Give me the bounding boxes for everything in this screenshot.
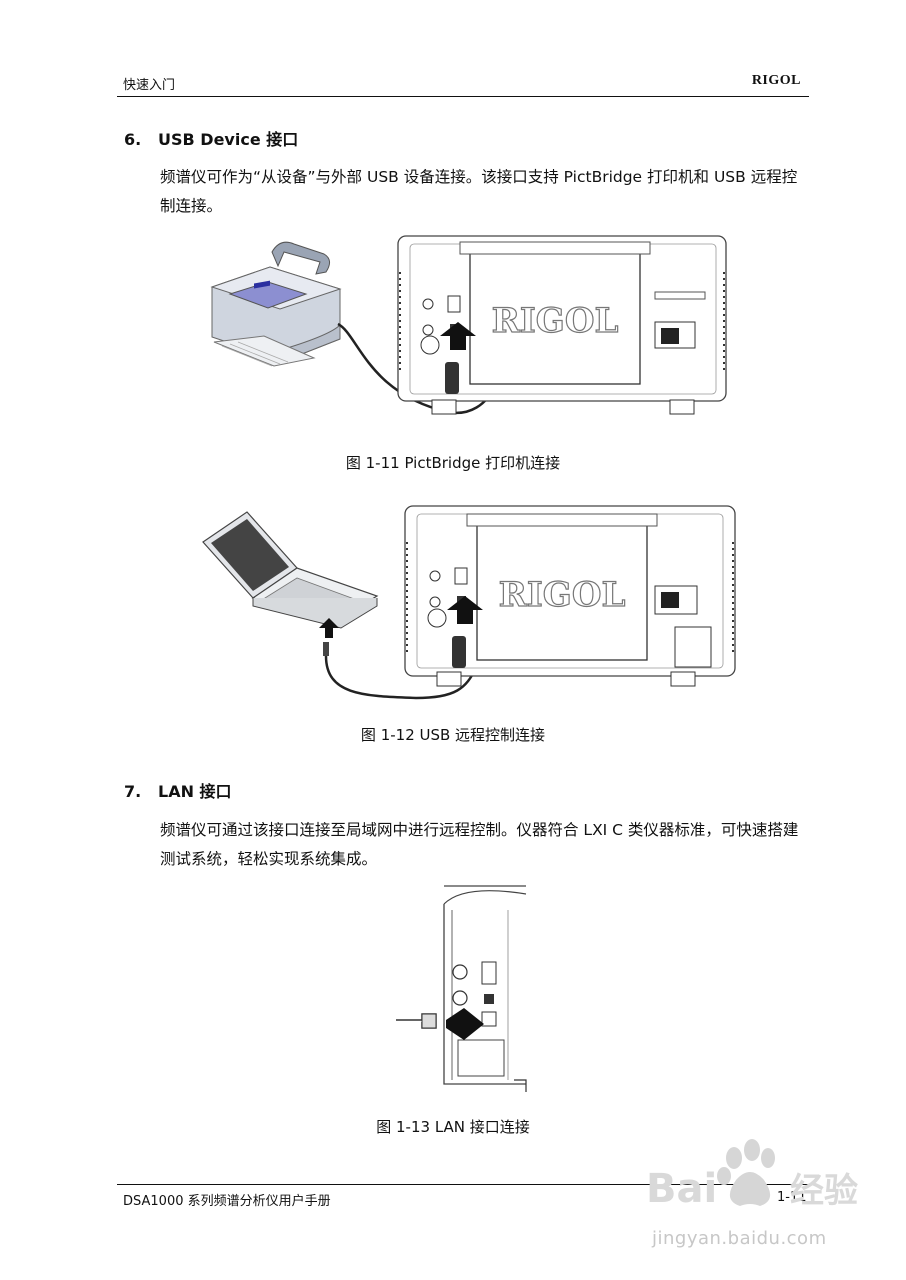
footer-manual-title: DSA1000 系列频谱分析仪用户手册 <box>123 1194 331 1209</box>
footer-page-number: 1-11 <box>777 1190 807 1205</box>
section-7-paragraph: 频谱仪可通过该接口连接至局域网中进行远程控制。仪器符合 LXI C 类仪器标准，… <box>160 821 799 868</box>
figure-1-11-illustration: RIGOL <box>210 235 727 415</box>
header-rule <box>117 96 809 97</box>
section-7-number: 7. <box>124 782 142 801</box>
footer-rule <box>117 1184 809 1185</box>
figure-1-13-illustration <box>396 885 527 1092</box>
section-6-title: USB Device 接口 <box>158 130 299 149</box>
section-7-title: LAN 接口 <box>158 782 232 801</box>
running-header-chapter: 快速入门 <box>123 78 176 93</box>
svg-text:经验: 经验 <box>790 1171 858 1211</box>
figure-1-12-caption: 图 1-12 USB 远程控制连接 <box>360 726 546 744</box>
rigol-embossed-logo: RIGOL <box>492 301 619 341</box>
rear-panel-illustration: RIGOL <box>397 235 727 415</box>
section-6-paragraph: 频谱仪可作为“从设备”与外部 USB 设备连接。该接口支持 PictBridge… <box>160 168 798 215</box>
svg-text:Bai: Bai <box>646 1166 717 1212</box>
figure-1-11-caption: 图 1-11 PictBridge 打印机连接 <box>345 454 561 472</box>
baidu-watermark-logo: Bai 经验 <box>646 1139 858 1212</box>
rear-panel-illustration-2: RIGOL <box>404 505 736 687</box>
printer-illustration <box>210 241 342 367</box>
running-header-brand: RIGOL <box>751 73 801 88</box>
laptop-illustration <box>202 511 379 629</box>
figure-1-13-caption: 图 1-13 LAN 接口连接 <box>376 1118 530 1136</box>
section-7-heading: 7. LAN 接口 <box>124 778 232 802</box>
section-6-heading: 6. USB Device 接口 <box>124 126 298 150</box>
figure-1-12-illustration: RIGOL <box>202 505 736 700</box>
watermark-url: jingyan.baidu.com <box>652 1228 827 1249</box>
rigol-embossed-logo-2: RIGOL <box>499 575 626 615</box>
section-6-number: 6. <box>124 130 142 149</box>
